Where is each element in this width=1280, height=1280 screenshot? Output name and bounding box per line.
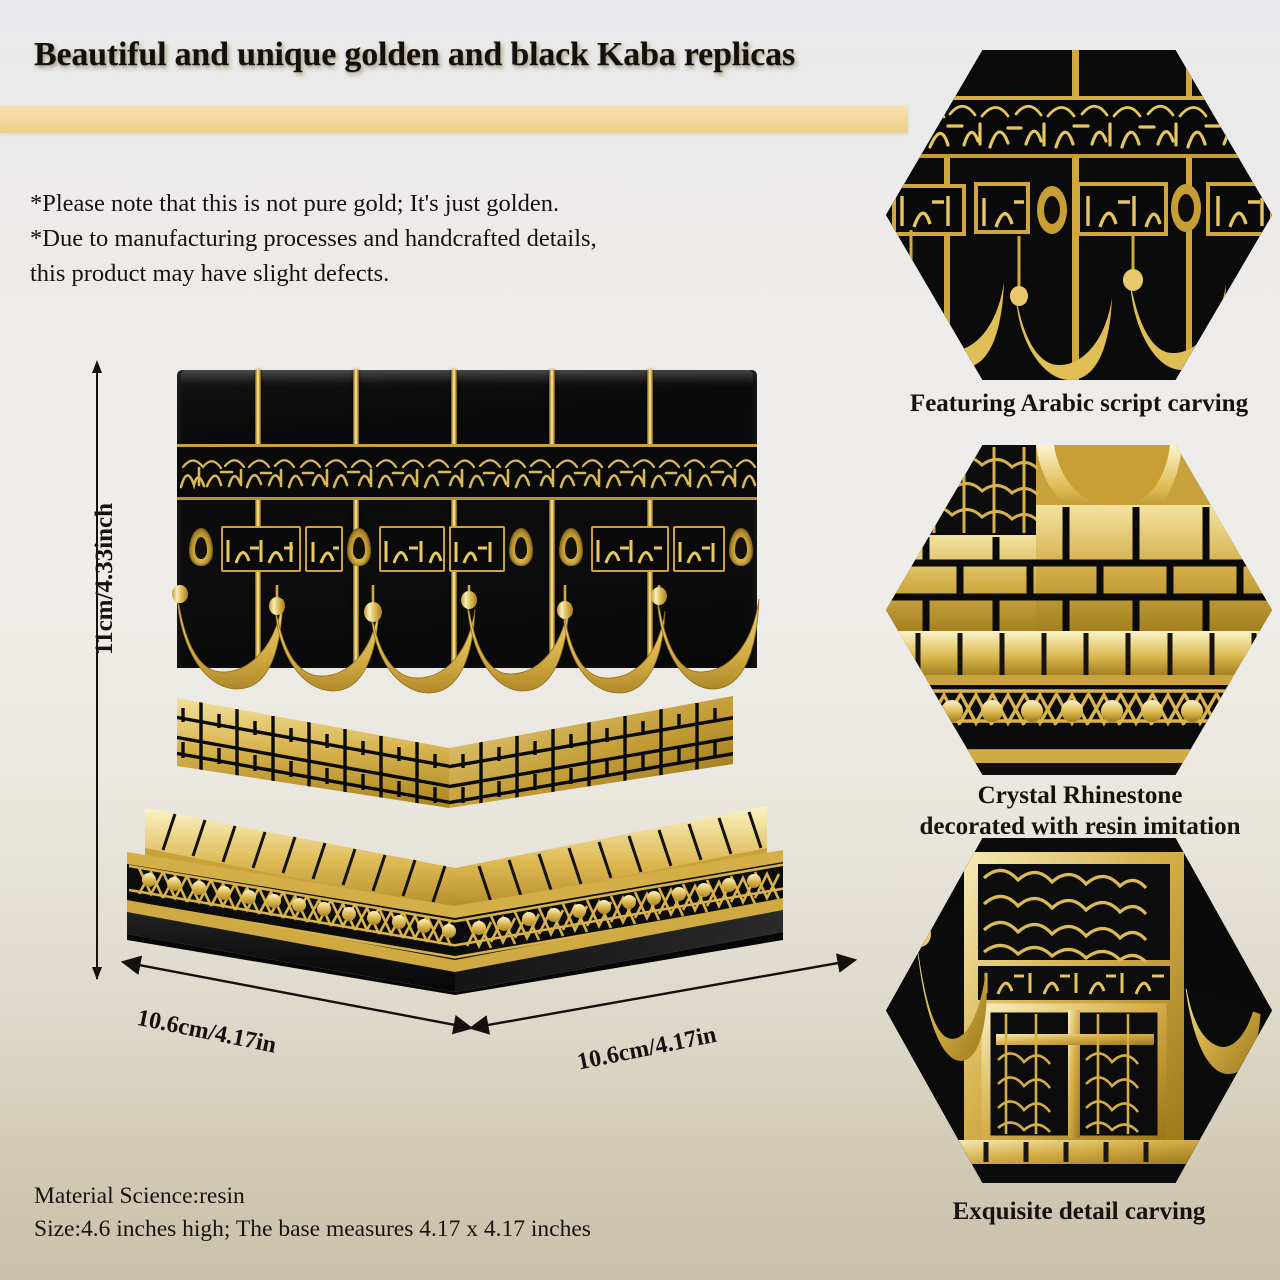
callout-hexagon-arabic-script xyxy=(886,50,1272,380)
product-specs: Material Science:resin Size:4.6 inches h… xyxy=(34,1180,834,1246)
callout-caption-3: Exquisite detail carving xyxy=(886,1196,1272,1227)
note-line-2: *Due to manufacturing processes and hand… xyxy=(30,225,597,252)
gold-rib xyxy=(647,370,653,668)
kaaba-base-pedestal xyxy=(119,690,819,995)
callout-hexagon-rhinestone xyxy=(886,445,1272,775)
gold-cartouche xyxy=(591,526,669,572)
gold-medallion xyxy=(347,528,371,566)
gold-medallion xyxy=(189,528,213,566)
gold-rib xyxy=(549,370,555,668)
base-detail-closeup xyxy=(886,445,1272,775)
base-dimension-arrows xyxy=(120,953,858,1035)
rhinestone-beads xyxy=(142,873,761,938)
base-geometry xyxy=(127,696,783,995)
gold-divider-bar xyxy=(0,105,908,133)
product-photo-main: 11cm/4.33inch xyxy=(91,360,875,1075)
gold-cartouche xyxy=(379,526,445,572)
disclaimer-notes: *Please note that this is not pure gold;… xyxy=(30,186,770,291)
gold-medallion xyxy=(729,528,753,566)
callout-caption-2-line2: decorated with resin imitation xyxy=(919,813,1241,840)
cartouche-band xyxy=(177,522,757,574)
gold-cartouche xyxy=(673,526,725,572)
callout-hexagon-door-detail xyxy=(886,838,1272,1183)
callout-caption-2-line1: Crystal Rhinestone xyxy=(977,782,1183,809)
gold-cartouche xyxy=(221,526,301,572)
gold-cartouche xyxy=(449,526,505,572)
gold-cartouche xyxy=(305,526,343,572)
gold-medallion xyxy=(509,528,533,566)
gold-drape-swags xyxy=(171,585,763,705)
rhinestone-bead xyxy=(901,700,1243,722)
material-line: Material Science:resin xyxy=(34,1183,245,1209)
size-line: Size:4.6 inches high; The base measures … xyxy=(34,1216,591,1242)
drape-shapes xyxy=(172,585,760,694)
arabic-script-glyphs xyxy=(179,459,757,490)
callout-caption-1-line1: Featuring Arabic script carving xyxy=(909,390,1249,417)
gold-medallion xyxy=(559,528,583,566)
height-arrow-top xyxy=(91,360,102,373)
height-arrow-bottom xyxy=(91,967,102,980)
door-detail-closeup xyxy=(886,838,1272,1183)
callout-caption-3-line1: Exquisite detail carving xyxy=(952,1198,1206,1225)
gold-rib xyxy=(353,370,359,668)
note-line-1: *Please note that this is not pure gold;… xyxy=(30,190,560,217)
arabic-calligraphy-band xyxy=(177,444,757,500)
callout-caption-2: Crystal Rhinestone decorated with resin … xyxy=(880,780,1280,842)
gold-rib xyxy=(255,370,261,668)
note-line-3: this product may have slight defects. xyxy=(30,260,390,287)
height-dimension-label: 11cm/4.33inch xyxy=(91,502,119,656)
callout-caption-1: Featuring Arabic script carving xyxy=(886,388,1272,419)
kaaba-cloth-body xyxy=(172,370,760,830)
gold-rib xyxy=(451,370,457,668)
page-title: Beautiful and unique golden and black Ka… xyxy=(34,36,795,73)
arabic-script-closeup xyxy=(886,50,1272,380)
height-dimension-line xyxy=(96,365,99,979)
